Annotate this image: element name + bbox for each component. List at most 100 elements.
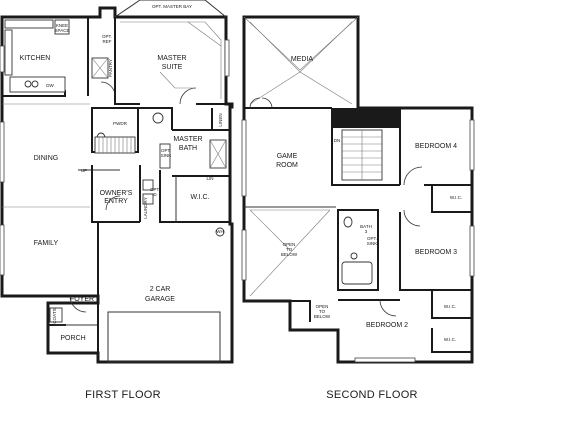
family-window [0, 224, 5, 276]
media-double-door [249, 97, 273, 109]
first-floor-caption: FIRST FLOOR [85, 389, 161, 401]
owners-entry-wall [91, 165, 140, 223]
room-label-kitchen: KITCHEN [20, 55, 51, 62]
open-below-window [241, 229, 247, 281]
room-label-laundry: LAUNDRY [143, 197, 148, 218]
bath3-toilet [343, 216, 353, 228]
kitchen-counter-top [4, 19, 54, 29]
room-label-opt-sink-1: OPT. [161, 148, 171, 153]
master-window [224, 39, 230, 77]
room-label-opt-sink-2: SINK [161, 153, 172, 158]
room-label-to-2: TO [319, 309, 326, 314]
room-label-dining: DINING [34, 155, 59, 162]
room-label-wic4: W.I.C. [450, 195, 462, 200]
open-below-small-wall [290, 300, 311, 322]
room-label-pantry: PANTRY [108, 59, 113, 77]
bedroom3-door [403, 209, 421, 227]
room-label-entry: ENTRY [104, 198, 128, 205]
room-label-bedroom2: BEDROOM 2 [366, 322, 408, 329]
room-label-space: SPACE [55, 28, 70, 33]
master-suite-wall [114, 17, 140, 105]
kitchen-sink-left [24, 80, 32, 88]
bedroom4-window [469, 119, 475, 171]
room-label-to-1: TO [286, 247, 293, 252]
wic4-wall [431, 185, 472, 213]
first-floor-plan: KITCHEN KNEE SPACE OPT. REF PANTRY DW MA… [0, 0, 234, 401]
water-heater [215, 227, 225, 237]
room-label-opt-master-bay: OPT. MASTER BAY [152, 4, 192, 9]
stairwell-dark-block [332, 108, 400, 128]
room-label-wic2: W.I.C. [444, 337, 456, 342]
room-label-open-2: OPEN [316, 304, 329, 309]
front-door [69, 295, 87, 313]
room-label-porch: PORCH [60, 335, 85, 342]
master-vanity [159, 143, 171, 169]
bath3-sink [350, 252, 358, 260]
room-label-family: FAMILY [34, 240, 59, 247]
kitchen-counter-left [4, 29, 13, 76]
master-ceiling-line [120, 21, 222, 99]
room-label-opt: OPT. [102, 34, 112, 39]
master-suite-door [179, 87, 197, 105]
room-label-linen: LINEN [218, 113, 223, 126]
room-label-game: GAME [277, 153, 298, 160]
room-label-opt-d-2: D [153, 192, 157, 197]
dining-window [0, 121, 5, 183]
pwdr-wall [91, 107, 139, 153]
room-label-bedroom4: BEDROOM 4 [415, 143, 457, 150]
room-label-coats: COATS [52, 308, 57, 323]
bath3-tub [341, 261, 373, 285]
bedroom2-window [354, 357, 416, 363]
knee-space-box [54, 19, 70, 35]
room-label-bedroom3: BEDROOM 3 [415, 249, 457, 256]
room-label-open-1: OPEN [283, 242, 296, 247]
room-label-dw: DW [46, 83, 54, 88]
stair-wall [331, 108, 400, 186]
room-label-opt-d-1: OPT. [150, 187, 160, 192]
room-label-up: UP [81, 168, 87, 173]
bedroom3-wall [399, 212, 472, 291]
room-label-dn: DN [334, 138, 341, 143]
room-label-wic: W.I.C. [190, 194, 209, 201]
room-label-opt-sink2-1: OPT. [367, 236, 377, 241]
room-label-suite: SUITE [162, 64, 183, 71]
room-label-wh: WH [216, 229, 224, 234]
room-label-below-2: BELOW [314, 314, 331, 319]
room-label-pwdr: PWDR [113, 121, 127, 126]
room-label-master-1: MASTER [157, 55, 186, 62]
first-floor-exterior-wall [0, 6, 234, 364]
bath-wall-top [138, 107, 173, 130]
bedroom2-door [379, 299, 397, 317]
room-label-ref: REF [103, 39, 112, 44]
second-floor-plan: MEDIA GAME ROOM DN BEDROOM 4 W.I.C. BATH… [241, 15, 475, 401]
room-label-wic3: W.I.C. [444, 304, 456, 309]
room-label-master-2: MASTER [173, 136, 202, 143]
room-label-bath3-1: BATH [360, 224, 372, 229]
room-label-garage: GARAGE [145, 296, 175, 303]
washer [142, 179, 154, 191]
room-label-owners: OWNER'S [100, 190, 133, 197]
room-label-room: ROOM [276, 162, 298, 169]
pantry-door [100, 81, 116, 97]
garage-door [107, 311, 221, 363]
coats-closet [49, 307, 63, 323]
second-floor-caption: SECOND FLOOR [326, 389, 418, 401]
master-bay-outline [114, 0, 227, 18]
kitchen-sink-right [31, 80, 39, 88]
bath3-wall [337, 209, 379, 291]
bedroom3-window [469, 225, 475, 277]
owners-entry-door [105, 195, 121, 211]
room-label-lin: LIN [206, 176, 213, 181]
game-room-window [241, 119, 247, 197]
wic3-wall [431, 290, 472, 319]
room-label-2-car: 2 CAR [150, 286, 171, 293]
room-label-bath3-2: 3 [365, 229, 368, 234]
dryer [142, 193, 154, 205]
master-toilet [152, 112, 164, 124]
room-label-knee: KNEE [56, 23, 68, 28]
room-label-opt-sink2-2: SINK [367, 241, 378, 246]
room-label-bath: BATH [179, 145, 197, 152]
room-label-media: MEDIA [291, 56, 314, 63]
wic2-wall [431, 328, 472, 353]
